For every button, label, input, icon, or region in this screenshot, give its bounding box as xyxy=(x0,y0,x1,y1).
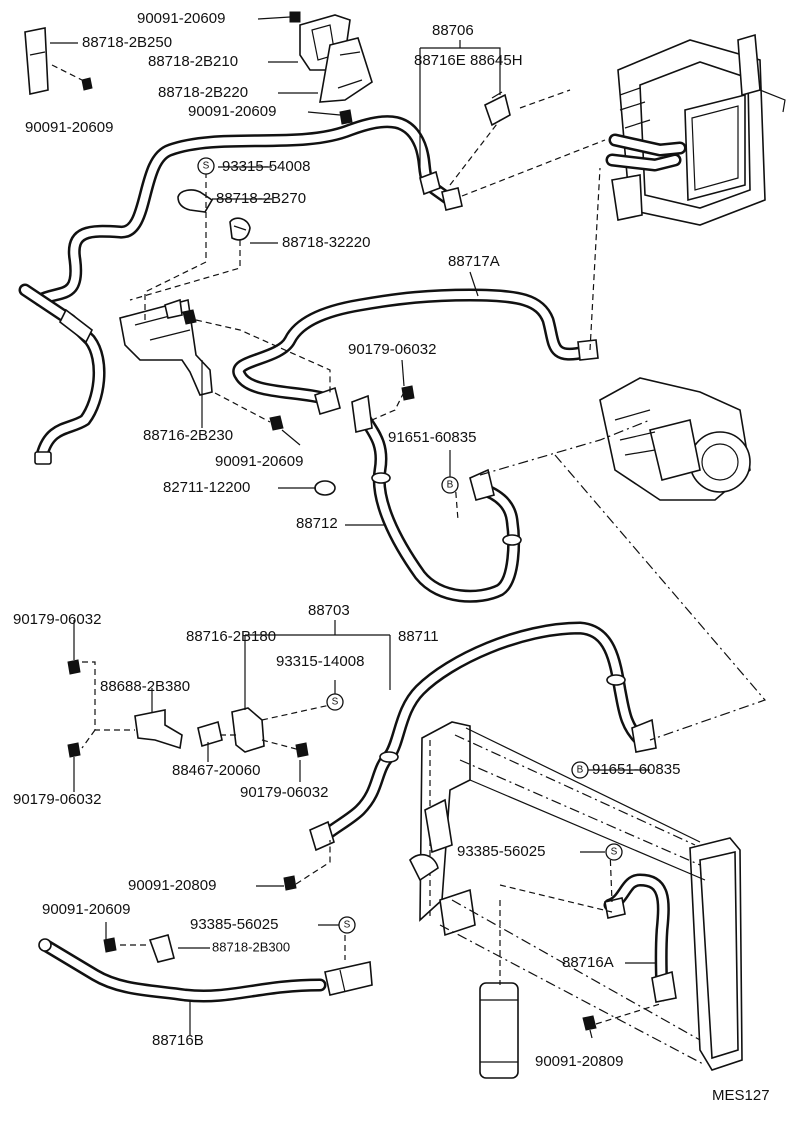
label-switch-88645h: 88645H xyxy=(470,52,523,69)
svg-text:S: S xyxy=(203,161,210,172)
label-nut-06032-d: 90179-06032 xyxy=(240,784,328,801)
pipe-88716b xyxy=(38,938,373,1003)
b-symbol-60835-b: B xyxy=(571,761,589,779)
connection-lines xyxy=(81,89,767,1025)
label-clamp-2b270: 88718-2B270 xyxy=(216,190,306,207)
label-clamp-12200: 82711-12200 xyxy=(163,479,250,496)
label-bolt-20809-b: 90091-20809 xyxy=(535,1053,623,1070)
label-nut-06032-c: 90179-06032 xyxy=(13,791,101,808)
label-nut-06032-b: 90179-06032 xyxy=(13,611,101,628)
hose-left xyxy=(18,283,106,465)
label-oring-56025-a: 93385-56025 xyxy=(457,843,545,860)
pipe-88716e xyxy=(33,115,463,307)
svg-text:B: B xyxy=(577,765,584,776)
label-clamp-2b250: 88718-2B250 xyxy=(82,34,172,51)
label-pipe-88716a: 88716A xyxy=(562,954,614,971)
evaporator-unit xyxy=(605,33,786,226)
svg-text:S: S xyxy=(344,920,351,931)
hose-88711 xyxy=(309,621,657,852)
svg-text:S: S xyxy=(611,847,618,858)
pipe-88716a xyxy=(603,873,677,1003)
label-bolt-mid: 90091-20609 xyxy=(215,453,303,470)
small-parts xyxy=(24,11,597,1031)
label-bolt-lower: 90091-20609 xyxy=(42,901,130,918)
label-oring-54008: 93315-54008 xyxy=(222,158,310,175)
receiver-dryer xyxy=(479,900,519,1079)
symbols: S S S S B B xyxy=(197,157,623,934)
label-bolt-left: 90091-20609 xyxy=(25,119,113,136)
label-bracket-2b380: 88688-2B380 xyxy=(100,678,190,695)
label-hose-88711: 88711 xyxy=(398,628,439,645)
hose-88712 xyxy=(351,394,522,603)
label-oring-60835-a: 91651-60835 xyxy=(388,429,476,446)
label-oring-56025-b: 93385-56025 xyxy=(190,916,278,933)
compressor xyxy=(599,377,751,501)
label-clamp-2b220: 88718-2B220 xyxy=(158,84,248,101)
label-clamp-32220: 88718-32220 xyxy=(282,234,370,251)
label-clamp-2b300: 88718-2B300 xyxy=(212,939,290,954)
svg-text:S: S xyxy=(332,697,339,708)
label-bolt-top2: 90091-20609 xyxy=(188,103,276,120)
label-pipe-88716b: 88716B xyxy=(152,1032,204,1049)
label-nut-06032-a: 90179-06032 xyxy=(348,341,436,358)
label-bracket-2b180: 88716-2B180 xyxy=(186,628,276,645)
b-symbol-60835-a: B xyxy=(441,476,459,494)
label-hose-88712: 88712 xyxy=(296,515,338,532)
label-oring-14008: 93315-14008 xyxy=(276,653,364,670)
label-bolt-top: 90091-20609 xyxy=(137,10,225,27)
label-oring-60835-b: 91651-60835 xyxy=(592,761,680,778)
label-clamp-2b210: 88718-2B210 xyxy=(148,53,238,70)
label-pipe-88716e: 88716E xyxy=(414,52,466,69)
svg-text:B: B xyxy=(447,480,454,491)
label-group-88706: 88706 xyxy=(432,22,474,39)
label-switch-20060: 88467-20060 xyxy=(172,762,260,779)
part-labels: 90091-20609 88718-2B250 88718-2B210 8871… xyxy=(13,10,770,1104)
s-symbol-54008: S xyxy=(197,157,215,175)
label-bolt-20809-a: 90091-20809 xyxy=(128,877,216,894)
s-symbol-56025-a: S xyxy=(605,843,623,861)
leader-lines xyxy=(50,16,655,1039)
label-bracket-2b230: 88716-2B230 xyxy=(143,427,233,444)
s-symbol-14008: S xyxy=(326,693,344,711)
diagram-id: MES127 xyxy=(712,1087,770,1104)
label-pipe-88717a: 88717A xyxy=(448,253,500,270)
s-symbol-56025-b: S xyxy=(338,916,356,934)
label-group-88703: 88703 xyxy=(308,602,350,619)
pipe-88717a xyxy=(232,288,599,416)
